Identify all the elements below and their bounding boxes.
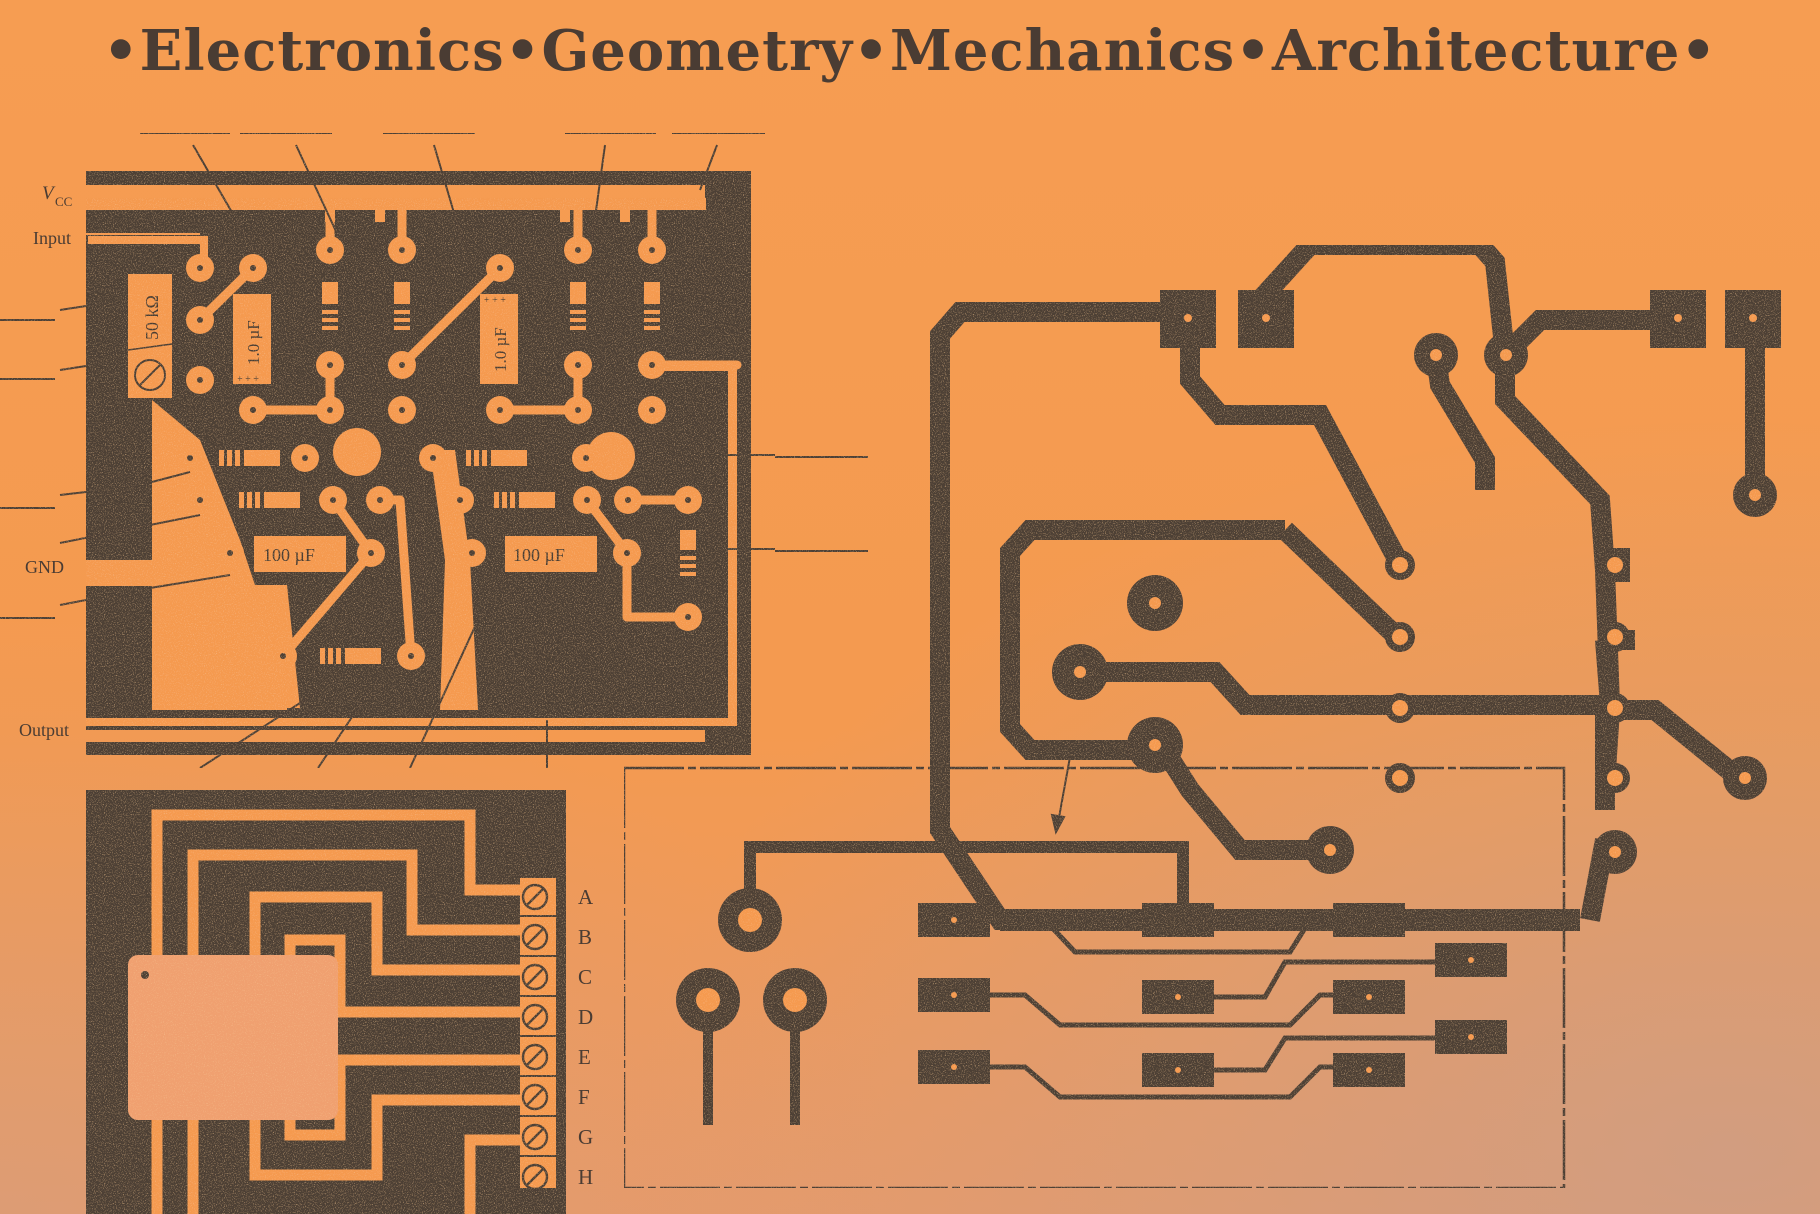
cap-big-left-label: 100 µF bbox=[263, 545, 315, 565]
svg-text:+ + +: + + + bbox=[237, 374, 259, 385]
terminal-label-e: E bbox=[578, 1045, 591, 1069]
gnd-label: GND bbox=[25, 557, 64, 577]
terminal-label-h: H bbox=[578, 1165, 593, 1189]
output-label: Output bbox=[19, 720, 69, 740]
terminal-label-d: D bbox=[578, 1005, 593, 1029]
cap-left-label: 1.0 µF bbox=[244, 320, 263, 365]
screw-terminals bbox=[521, 883, 549, 1191]
amplifier-board: 50 kΩ 1.0 µF + + + 1.0 µF + + + 100 µF 1… bbox=[0, 132, 868, 769]
cap-1uf-left: 1.0 µF + + + bbox=[233, 294, 271, 385]
cap-right-label: 1.0 µF bbox=[491, 327, 510, 372]
pot-50k: 50 kΩ bbox=[127, 274, 173, 398]
trace-board bbox=[622, 235, 1781, 1190]
pot-label: 50 kΩ bbox=[142, 295, 162, 340]
terminal-labels: A B C D E F G H bbox=[578, 885, 594, 1189]
cap-100uf-left: 100 µF bbox=[254, 536, 346, 572]
terminal-label-b: B bbox=[578, 925, 592, 949]
terminal-label-a: A bbox=[578, 885, 594, 909]
terminal-label-c: C bbox=[578, 965, 592, 989]
cap-1uf-right: 1.0 µF + + + bbox=[480, 294, 518, 384]
cap-100uf-right: 100 µF bbox=[505, 536, 597, 572]
amp-side-labels: V CC Input GND Output bbox=[19, 183, 72, 740]
cap-big-right-label: 100 µF bbox=[513, 545, 565, 565]
terminal-label-f: F bbox=[578, 1085, 590, 1109]
terminal-label-g: G bbox=[578, 1125, 593, 1149]
svg-text:+ + +: + + + bbox=[484, 295, 506, 306]
vcc-subscript: CC bbox=[55, 194, 72, 209]
terminal-board bbox=[86, 790, 566, 1214]
vcc-label: V bbox=[42, 183, 56, 204]
page-title: •Electronics•Geometry•Mechanics•Architec… bbox=[102, 18, 1718, 84]
input-label: Input bbox=[33, 228, 71, 248]
